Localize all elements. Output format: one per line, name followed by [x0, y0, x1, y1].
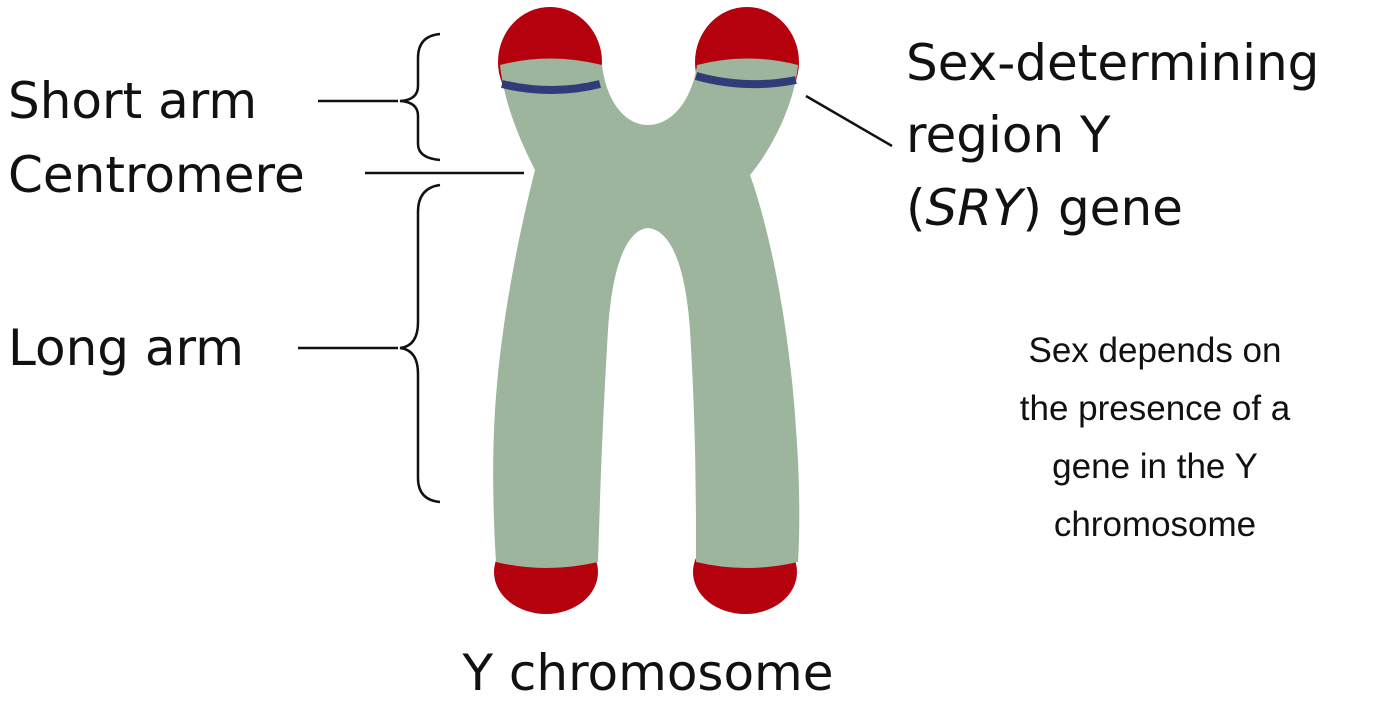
note-line-1: Sex depends on [1029, 331, 1282, 370]
leader-sry [806, 96, 892, 146]
note-text: Sex depends on the presence of a gene in… [1020, 331, 1291, 544]
label-sry-line1: Sex-determining [906, 34, 1319, 92]
chromosome [493, 7, 799, 614]
note-line-4: chromosome [1054, 505, 1256, 544]
note-line-2: the presence of a [1020, 389, 1291, 428]
label-centromere: Centromere [8, 146, 305, 204]
brace-short-arm [400, 34, 440, 160]
label-sry-line2: region Y [906, 106, 1111, 164]
brace-long-arm [400, 185, 440, 502]
chromatid-body [493, 59, 799, 569]
label-short-arm: Short arm [8, 72, 257, 130]
label-long-arm: Long arm [8, 319, 244, 377]
label-sry-line3: (SRY) gene [906, 179, 1183, 237]
caption-y-chromosome: Y chromosome [461, 644, 833, 702]
note-line-3: gene in the Y [1052, 447, 1258, 486]
